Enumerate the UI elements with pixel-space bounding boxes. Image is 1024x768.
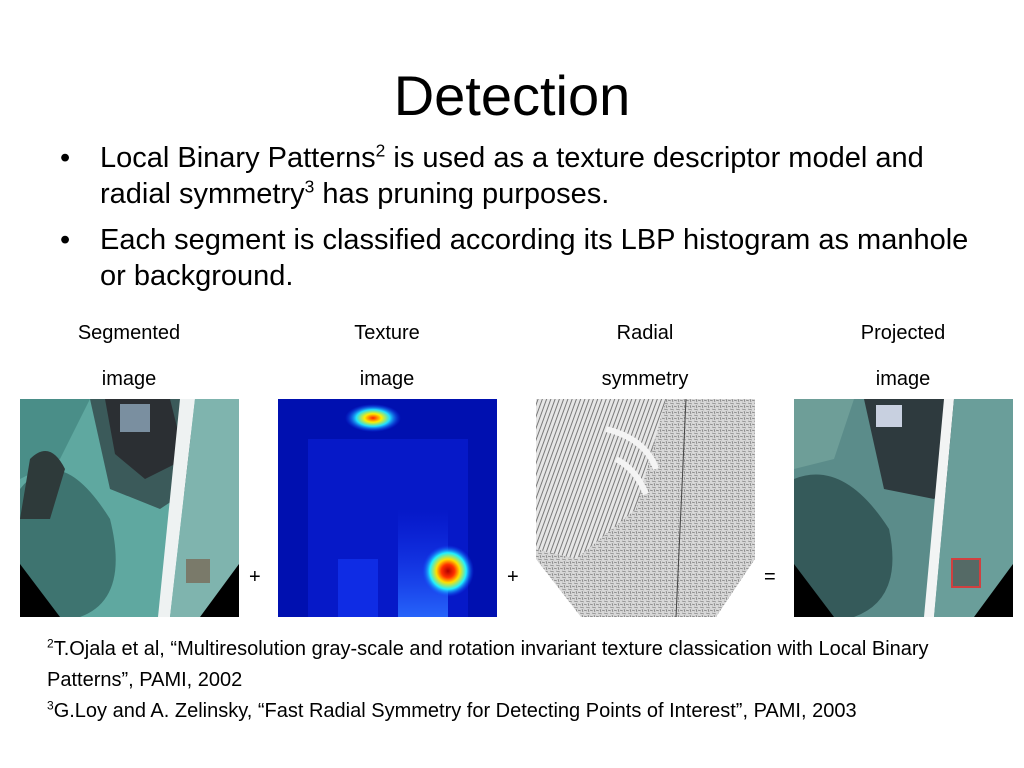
citation-superscript: 2 xyxy=(375,140,386,161)
reference-number: 3 xyxy=(47,698,54,713)
caption-texture: Texture image xyxy=(277,310,497,402)
caption-line: image xyxy=(101,368,157,390)
bullet-text: is used as a texture descriptor model an… xyxy=(100,142,924,210)
radial-symmetry-image xyxy=(536,399,755,617)
references: 2T.Ojala et al, “Multiresolution gray-sc… xyxy=(47,634,997,727)
projected-image xyxy=(794,399,1013,617)
citation-superscript: 3 xyxy=(304,176,315,197)
plus-operator: + xyxy=(507,566,519,588)
caption-line: Segmented xyxy=(77,322,181,344)
caption-line: image xyxy=(875,368,931,390)
reference-item: 2T.Ojala et al, “Multiresolution gray-sc… xyxy=(47,634,997,696)
caption-line: image xyxy=(359,368,415,390)
bullet-text: Local Binary Patterns xyxy=(100,142,376,174)
segmented-image xyxy=(20,399,239,617)
caption-line: Radial xyxy=(616,322,674,344)
plus-operator: + xyxy=(249,566,261,588)
reference-number: 2 xyxy=(47,636,54,651)
bullet-text: Each segment is classified according its… xyxy=(100,224,969,292)
texture-heatmap-image xyxy=(278,399,497,617)
caption-segmented: Segmented image xyxy=(19,310,239,402)
caption-projected: Projected image xyxy=(793,310,1013,402)
slide-title: Detection xyxy=(393,64,631,127)
bullet-text: has pruning purposes. xyxy=(314,178,610,210)
bullet-item-classification: Each segment is classified according its… xyxy=(58,222,978,294)
caption-radial: Radial symmetry xyxy=(535,310,755,402)
equals-operator: = xyxy=(764,566,776,588)
reference-item: 3G.Loy and A. Zelinsky, “Fast Radial Sym… xyxy=(47,696,997,727)
reference-text: G.Loy and A. Zelinsky, “Fast Radial Symm… xyxy=(53,700,857,722)
bullet-item-lbp: Local Binary Patterns2 is used as a text… xyxy=(58,140,978,212)
caption-line: symmetry xyxy=(601,368,689,390)
caption-line: Texture xyxy=(354,322,420,344)
reference-text: T.Ojala et al, “Multiresolution gray-sca… xyxy=(47,638,929,691)
bullet-list: Local Binary Patterns2 is used as a text… xyxy=(58,140,978,304)
caption-line: Projected xyxy=(860,322,946,344)
